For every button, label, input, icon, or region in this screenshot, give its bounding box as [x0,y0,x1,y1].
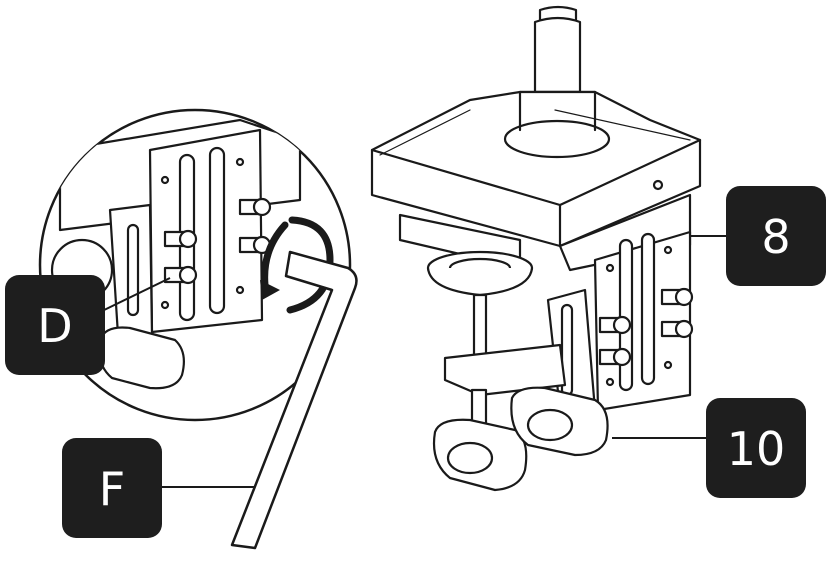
callout-8-label: 8 [761,210,790,264]
rotate-clockwise-icon [261,216,334,314]
clamp-knob-left [432,418,528,492]
allen-key [230,250,358,550]
callout-f: F [62,438,162,538]
callout-8: 8 [726,186,826,286]
callout-d: D [5,275,105,375]
callout-10-label: 10 [727,422,786,476]
pressure-pad [426,250,534,367]
top-plate [370,90,702,248]
callout-10: 10 [706,398,806,498]
leader-d [99,277,171,313]
desk-clamp-assembly [370,5,702,492]
callout-d-label: D [37,299,72,353]
clamp-knob-right [510,386,609,457]
callout-f-label: F [99,462,125,516]
bracket-bolts [598,287,694,367]
leader-lines [99,235,728,488]
